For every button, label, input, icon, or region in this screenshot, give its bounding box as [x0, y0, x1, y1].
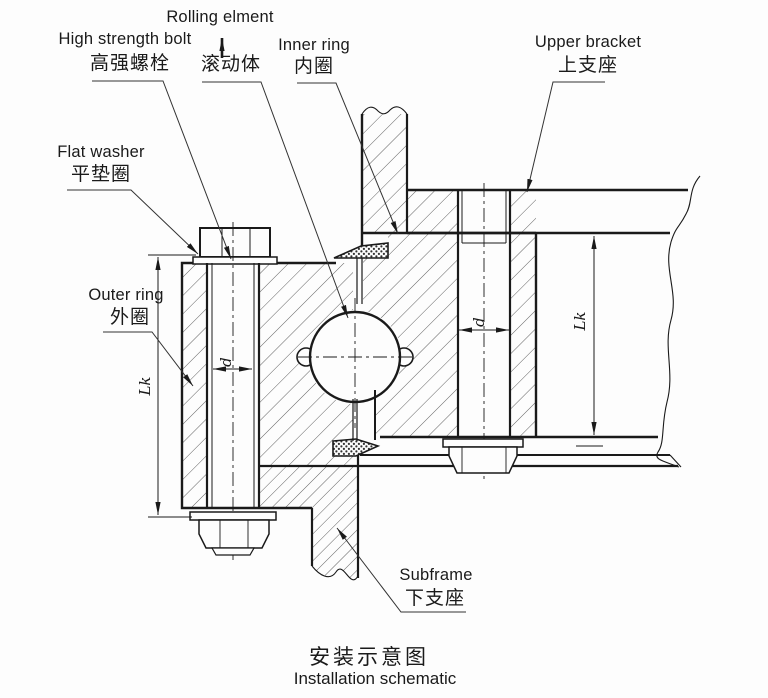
leader-subframe [336, 527, 466, 613]
figure-title-zh: 安装示意图 [309, 646, 429, 669]
label-high-strength-bolt-zh: 高强螺栓 [89, 53, 171, 74]
dim-lk-right-label: Lk [571, 311, 589, 331]
leader-rolling-element [202, 81, 349, 319]
upper-bracket-section [407, 175, 701, 468]
dim-lk-left-label: Lk [136, 376, 154, 396]
label-rolling-element-zh: 滚动体 [200, 54, 262, 75]
label-flat-washer-en: Flat washer [57, 143, 145, 161]
label-subframe-en: Subframe [399, 566, 473, 584]
leader-flat-washer [67, 189, 199, 255]
label-subframe-zh: 下支座 [404, 588, 466, 609]
lower-seal [332, 438, 381, 457]
dim-d-left: d [213, 357, 252, 372]
right-washer-nut [442, 438, 524, 474]
leader-inner-ring [297, 82, 399, 235]
dim-lk-right: Lk [571, 236, 597, 435]
leader-lines [67, 80, 605, 613]
figure-title-en: Installation schematic [293, 669, 457, 688]
leader-outer-ring [103, 331, 194, 387]
dim-d-left-label: d [217, 357, 235, 367]
label-upper-bracket-en: Upper bracket [534, 33, 642, 51]
dim-d-right-label: d [470, 317, 488, 327]
right-bolt [456, 183, 512, 482]
upper-seal [333, 242, 389, 259]
label-inner-ring-zh: 内圈 [293, 56, 335, 77]
subframe-section [310, 455, 360, 581]
dim-d-right: d [459, 317, 509, 333]
label-inner-ring-en: Inner ring [278, 36, 350, 54]
label-upper-bracket-zh: 上支座 [557, 55, 619, 76]
mast-column-section [360, 106, 409, 246]
label-outer-ring-zh: 外圈 [109, 307, 151, 328]
label-rolling-element-en: Rolling elment [166, 8, 274, 26]
left-bolt [189, 222, 278, 560]
leader-high-strength-bolt [92, 80, 232, 260]
label-high-strength-bolt-en: High strength bolt [58, 30, 192, 48]
label-outer-ring-en: Outer ring [88, 286, 164, 304]
leader-upper-bracket [526, 81, 605, 193]
rolling-element-ball [296, 298, 414, 428]
label-flat-washer-zh: 平垫圈 [70, 164, 132, 185]
dim-lk-left: Lk [136, 254, 196, 518]
